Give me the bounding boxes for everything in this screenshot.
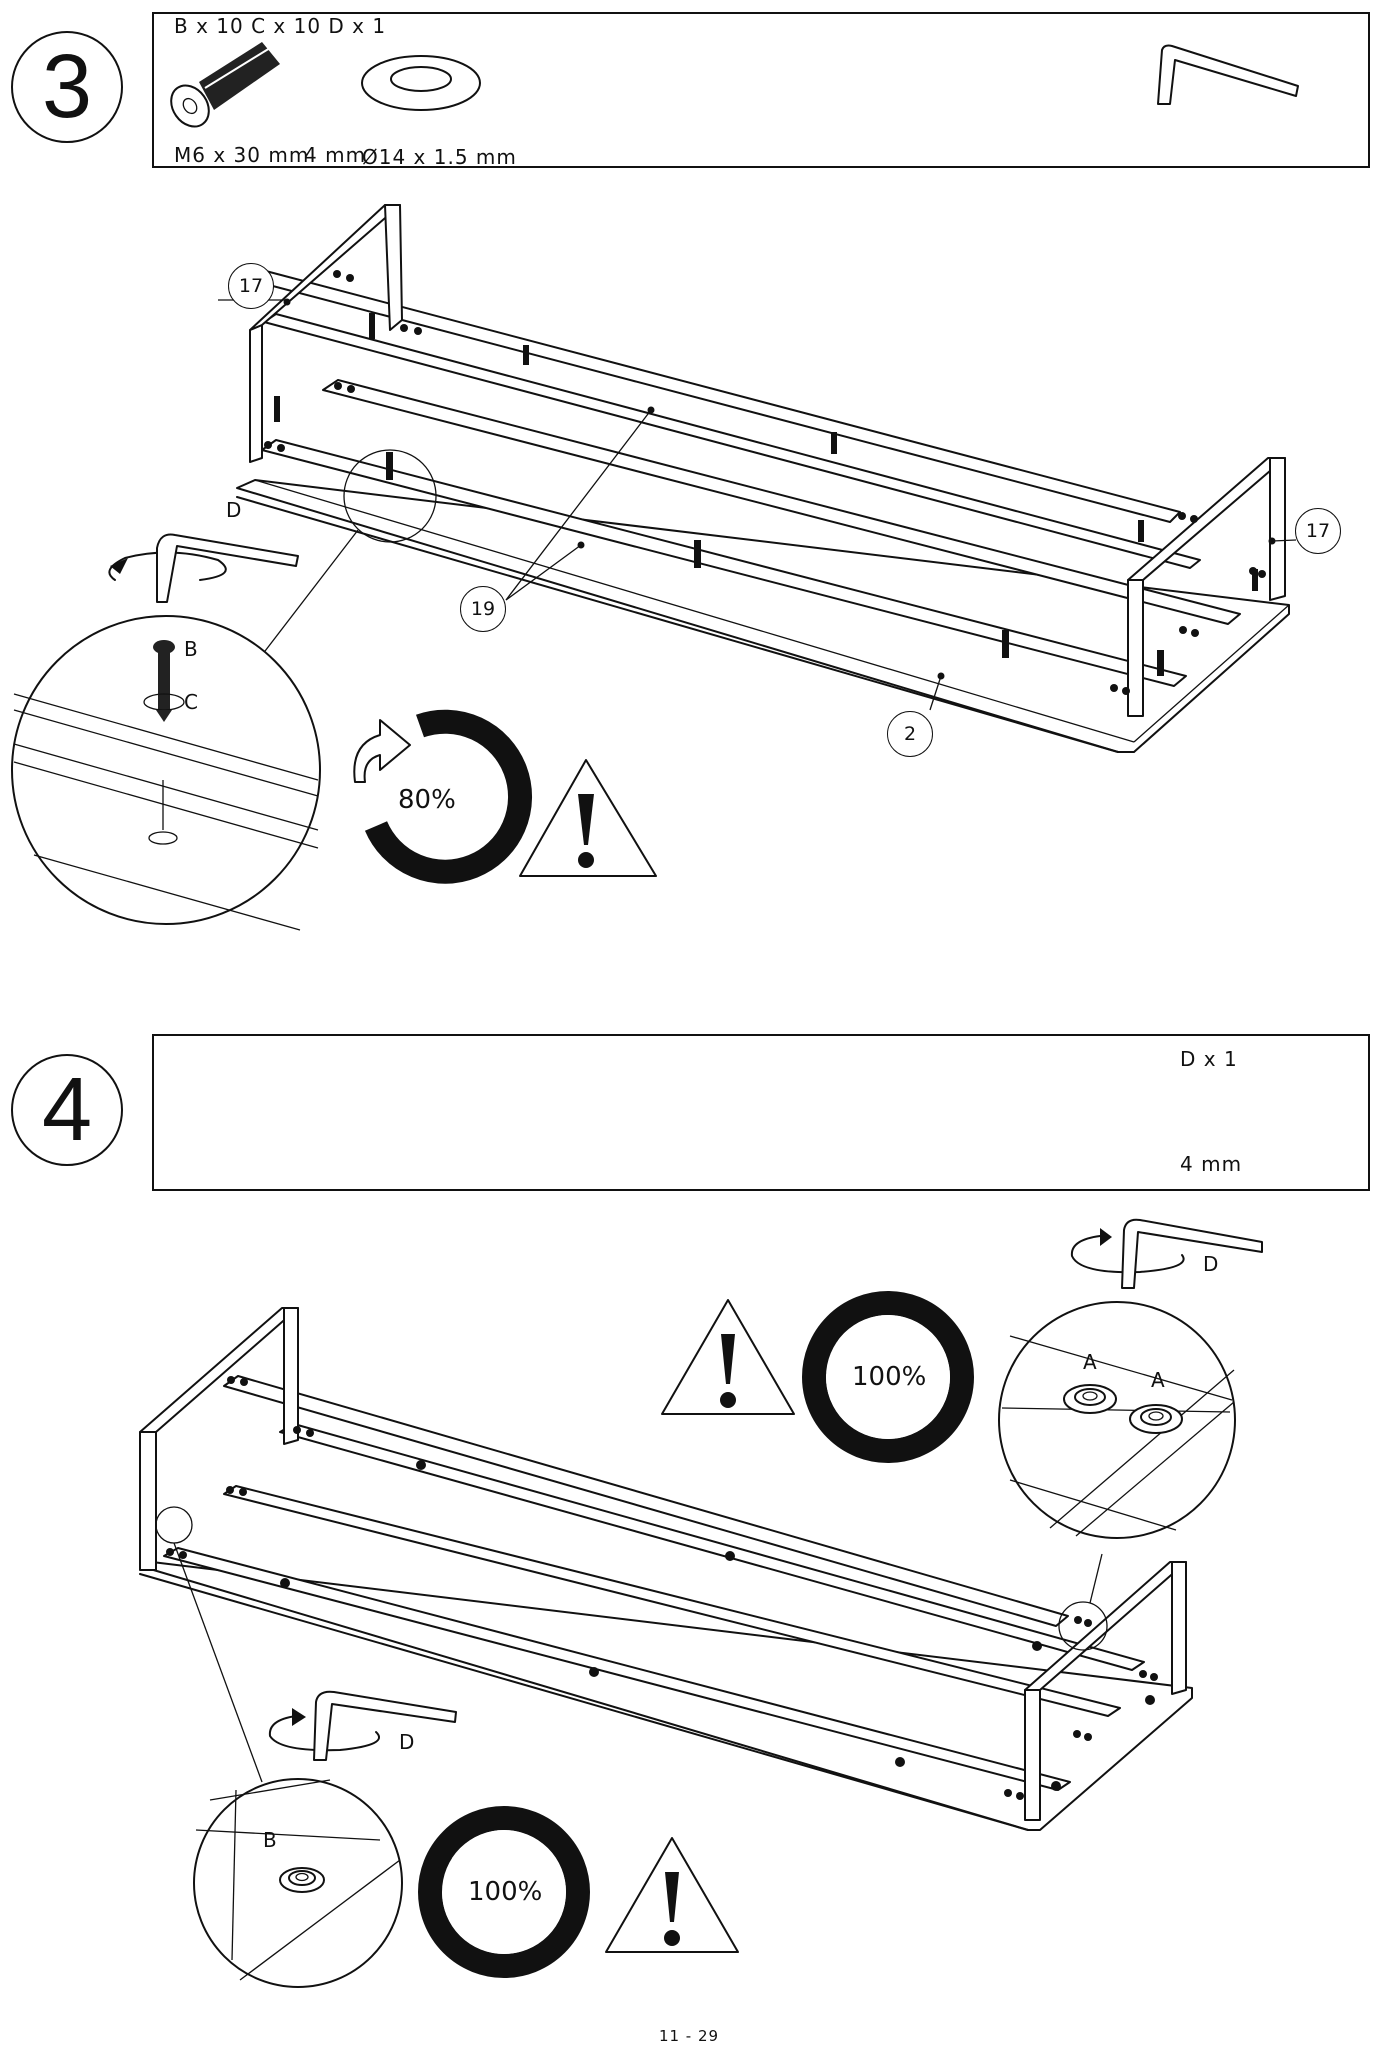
- warning-triangle-icon: [605, 1837, 739, 1953]
- step-3-number: 3: [11, 31, 123, 143]
- washer-icon: [361, 55, 481, 111]
- step-3-detail-zoom: [11, 615, 321, 931]
- progress-percent-80: 80%: [398, 785, 456, 815]
- step-3-wrench-label: 4 mm: [304, 143, 367, 167]
- step-3-bolt-label: M6 x 30 mm: [174, 143, 310, 167]
- label-d-top: D: [1203, 1252, 1220, 1276]
- step-4-detail-zoom-top: [998, 1301, 1236, 1539]
- label-d-bottom: D: [399, 1730, 416, 1754]
- progress-ring-100-top: [802, 1291, 974, 1463]
- progress-ring-80: [353, 709, 533, 884]
- progress-percent-100-top: 100%: [852, 1362, 927, 1392]
- step-4-detail-zoom-bottom: [193, 1778, 403, 1988]
- allen-key-icon: [1121, 1218, 1263, 1289]
- detail-label-a-1: A: [1083, 1350, 1098, 1374]
- callout-17-left: 17: [228, 263, 274, 309]
- rotate-arrow-icon: [1070, 1228, 1185, 1274]
- step-4-parts-count: D x 1: [1180, 1047, 1238, 1071]
- allen-key-icon: [313, 1690, 457, 1761]
- detail-label-a-2: A: [1151, 1368, 1166, 1392]
- progress-percent-100-bottom: 100%: [468, 1877, 543, 1907]
- callout-19: 19: [460, 586, 506, 632]
- warning-triangle-icon: [661, 1299, 795, 1415]
- step-3-washer-label: Ø14 x 1.5 mm: [362, 145, 517, 169]
- bolt-icon: [170, 42, 280, 128]
- allen-key-icon: [1157, 44, 1299, 105]
- detail-label-c: C: [184, 690, 199, 714]
- rotate-arrow-icon: [268, 1708, 380, 1752]
- step-4-parts-box: [152, 1034, 1370, 1191]
- allen-key-icon: [156, 533, 299, 603]
- page-number: 11 - 29: [658, 2027, 720, 2045]
- step-4-frame: [139, 1307, 1193, 1831]
- step-4-number: 4: [11, 1054, 123, 1166]
- detail-label-b-step-4: B: [263, 1828, 278, 1852]
- callout-2: 2: [887, 711, 933, 757]
- warning-triangle-icon: [519, 759, 657, 877]
- callout-17-right: 17: [1295, 508, 1341, 554]
- step-3-parts-count: B x 10 C x 10 D x 1: [174, 14, 387, 38]
- step-4-wrench-label: 4 mm: [1180, 1152, 1243, 1176]
- progress-ring-100-bottom: [418, 1806, 590, 1978]
- label-d: D: [226, 498, 243, 522]
- detail-label-b: B: [184, 637, 199, 661]
- step-3-frame: [218, 204, 1297, 753]
